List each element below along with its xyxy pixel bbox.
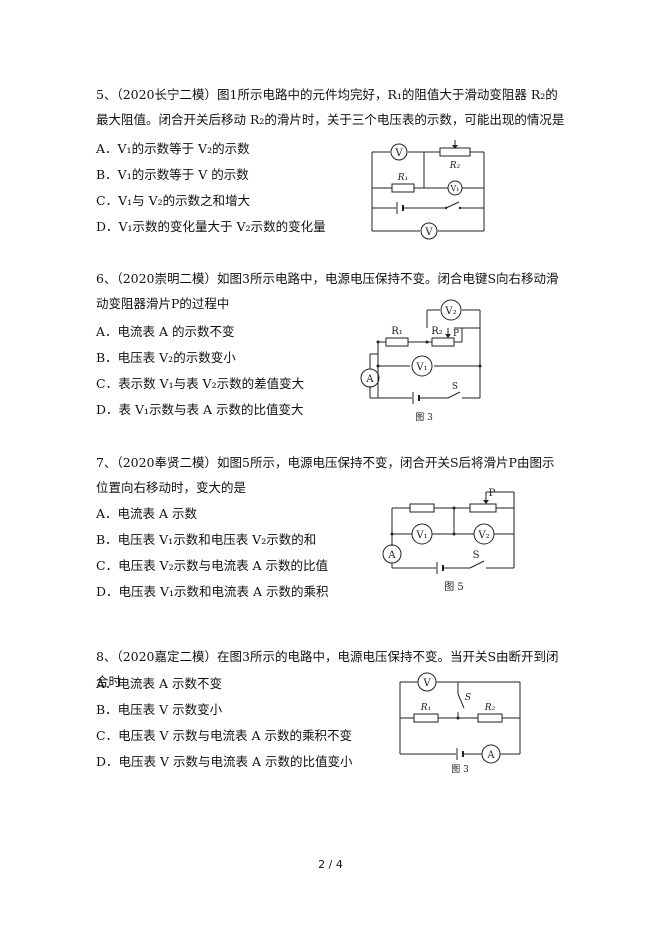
fig-label-v-top: V	[394, 148, 403, 159]
option-d: D．电压表 V 示数与电流表 A 示数的比值变小	[96, 754, 353, 769]
question-7: 7、（2020奉贤二模）如图5所示，电源电压保持不变，闭合开关S后将滑片P由图示…	[96, 450, 566, 500]
question-stem: 6、（2020崇明二模）如图3所示电路中，电源电压保持不变。闭合电键S向右移动滑…	[96, 271, 559, 311]
option-c: C．电压表 V 示数与电流表 A 示数的乘积不变	[96, 728, 353, 743]
fig-label-v2: V₂	[477, 530, 489, 541]
option-a: A．电流表 A 示数	[96, 506, 198, 521]
option-a: A．电流表 A 示数不变	[96, 676, 223, 691]
fig-label-s: S	[465, 693, 471, 703]
fig-label-v1: V₁	[450, 184, 460, 193]
circuit-figure-3-jiading: V S R₁ R₂ A 图 3	[392, 670, 527, 776]
fig-caption: 图 5	[444, 581, 464, 593]
fig-label-r2: R₂	[431, 326, 443, 337]
question-5: 5、（2020长宁二模）图1所示电路中的元件均完好，R₁的阻值大于滑动变阻器 R…	[96, 82, 566, 132]
option-b: B．电压表 V₂的示数变小	[96, 350, 236, 365]
fig-label-v-bottom: V	[424, 227, 433, 238]
circuit-figure-5-fengxian: P V₁ V₂ A S 图 5	[374, 484, 522, 596]
fig-label-a: A	[486, 750, 495, 761]
circuit-figure-1: V R₂ R₁ V₁ V	[362, 136, 492, 244]
option-a: A．电流表 A 的示数不变	[96, 324, 235, 339]
option-b: B．电压表 V 示数变小	[96, 702, 223, 717]
fig-label-r1: R₁	[420, 703, 431, 713]
option-d: D．电压表 V₁示数和电流表 A 示数的乘积	[96, 584, 329, 599]
option-c: C．电压表 V₂示数与电流表 A 示数的比值	[96, 558, 329, 573]
fig-label-s: S	[452, 382, 458, 392]
question-stem: 7、（2020奉贤二模）如图5所示，电源电压保持不变，闭合开关S后将滑片P由图示…	[96, 455, 555, 495]
fig-label-r2: R₂	[484, 703, 496, 713]
fig-label-s: S	[473, 550, 480, 561]
page-number: 2 / 4	[318, 858, 343, 871]
fig-label-p: P	[489, 488, 496, 499]
option-b: B．电压表 V₁示数和电压表 V₂示数的和	[96, 532, 317, 547]
fig-label-r2: R₂	[449, 161, 461, 171]
option-b: B．V₁的示数等于 V 的示数	[96, 167, 249, 182]
fig-label-a: A	[365, 374, 374, 385]
fig-label-v: V	[422, 678, 431, 689]
fig-caption: 图 3	[415, 412, 433, 423]
fig-label-v1: V₁	[415, 362, 427, 373]
option-d: D．V₁示数的变化量大于 V₂示数的变化量	[96, 219, 326, 234]
option-d: D．表 V₁示数与表 A 示数的比值变大	[96, 402, 304, 417]
question-8: 8、（2020嘉定二模）在图3所示的电路中，电源电压保持不变。当开关S由断开到闭…	[96, 644, 566, 694]
fig-caption: 图 3	[451, 764, 469, 775]
fig-label-r1: R₁	[397, 173, 408, 183]
option-a: A．V₁的示数等于 V₂的示数	[96, 141, 250, 156]
option-c: C．表示数 V₁与表 V₂示数的差值变大	[96, 376, 305, 391]
option-c: C．V₁与 V₂的示数之和增大	[96, 193, 251, 208]
question-6: 6、（2020崇明二模）如图3所示电路中，电源电压保持不变。闭合电键S向右移动滑…	[96, 266, 566, 316]
fig-label-r1: R₁	[391, 326, 403, 337]
fig-label-p: P	[453, 329, 459, 339]
question-stem: 5、（2020长宁二模）图1所示电路中的元件均完好，R₁的阻值大于滑动变阻器 R…	[96, 87, 565, 127]
fig-label-a: A	[387, 550, 396, 561]
circuit-figure-3-chongming: V₂ R₁ R₂ P V₁ A S 图 3	[352, 298, 487, 426]
fig-label-v2: V₂	[444, 306, 456, 317]
fig-label-v1: V₁	[415, 530, 427, 541]
question-stem: 8、（2020嘉定二模）在图3所示的电路中，电源电压保持不变。当开关S由断开到闭…	[96, 649, 559, 689]
